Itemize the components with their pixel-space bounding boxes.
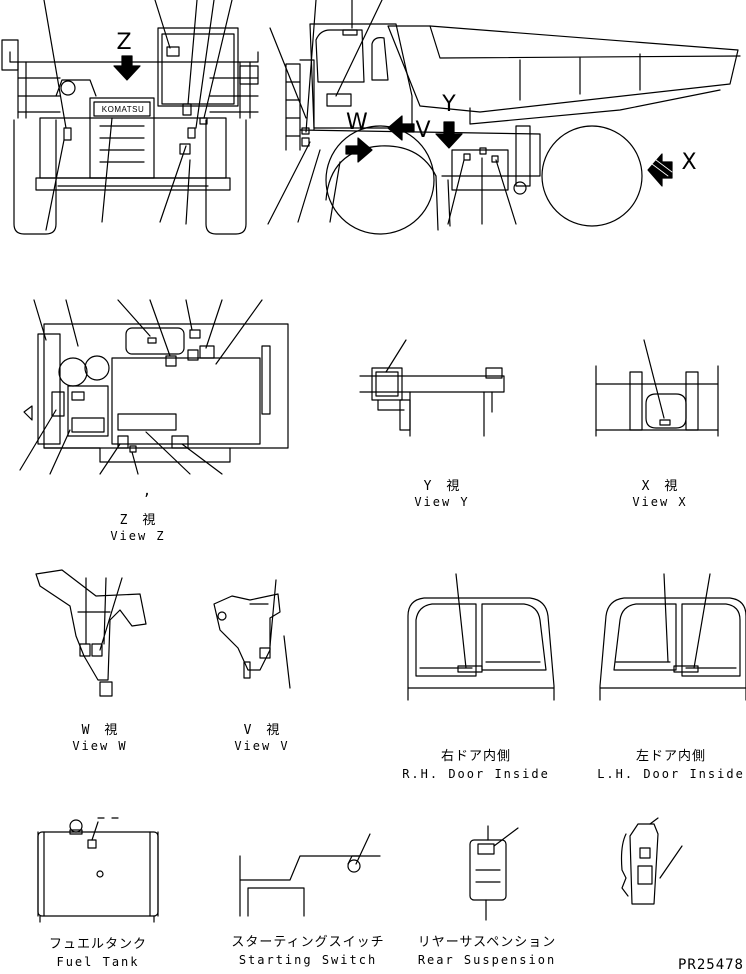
marker-y: Y [442, 92, 456, 117]
view-y-drawing [359, 339, 505, 437]
starting-switch-en: Starting Switch [238, 953, 378, 967]
view-w-jp: W 視 [81, 723, 119, 738]
view-v-jp: V 視 [243, 723, 281, 738]
marker-w: W [346, 110, 368, 135]
starting-switch-jp: スターティングスイッチ [231, 935, 385, 950]
brand-nameplate: KOMATSU [101, 105, 145, 114]
fuel-tank-jp: フュエルタンク [48, 937, 147, 952]
rear-suspension-jp: リヤーサスペンション [417, 935, 557, 950]
marker-v: V [415, 118, 431, 143]
view-z-en: View Z [110, 529, 166, 543]
lh-door-en: L.H. Door Inside [597, 767, 745, 781]
fuel-tank-en: Fuel Tank [56, 955, 140, 969]
view-y-jp: Y 視 [423, 479, 461, 494]
switch-drawing [620, 817, 683, 905]
view-x-en: View X [632, 495, 688, 509]
marker-z: Z [116, 30, 132, 55]
truck-front-view [1, 0, 259, 235]
starting-switch-drawing [239, 833, 381, 917]
rear-suspension-en: Rear Suspension [417, 953, 557, 967]
lh-door-jp: 左ドア内側 [635, 749, 706, 764]
view-z-drawing [19, 299, 289, 475]
marker-x: X [681, 150, 697, 175]
fuel-tank-drawing [37, 817, 159, 923]
view-x-drawing [595, 339, 719, 437]
lh-door-drawing [599, 573, 746, 701]
view-w-en: View W [72, 739, 128, 753]
view-v-drawing [213, 579, 291, 689]
view-z-jp: Z 視 [119, 513, 157, 528]
rear-suspension-drawing [469, 825, 519, 921]
rh-door-drawing [407, 573, 555, 701]
stray-mark: , [142, 483, 152, 499]
view-y-en: View Y [414, 495, 470, 509]
rh-door-jp: 右ドア内側 [440, 749, 511, 764]
view-v-en: View V [234, 739, 290, 753]
truck-side-view [267, 0, 741, 235]
view-w-drawing [35, 569, 147, 697]
rh-door-en: R.H. Door Inside [402, 767, 550, 781]
view-x-jp: X 視 [641, 479, 679, 494]
drawing-number: PR25478 [677, 957, 744, 973]
